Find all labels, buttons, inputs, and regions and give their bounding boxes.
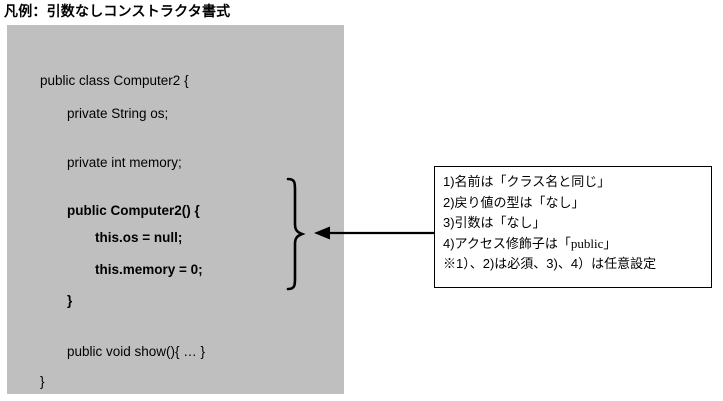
annotation-line-note: ※1）、2)は必須、3)、4）は任意設定 — [443, 256, 657, 271]
code-line: } — [67, 293, 73, 308]
code-line: this.os = null; — [95, 230, 183, 245]
annotation-line-2: 2)戻り値の型は「なし」 — [443, 194, 585, 210]
annotation-line-3: 3)引数は「なし」 — [443, 215, 546, 230]
annotation-line-4-keyword: public — [570, 235, 604, 251]
code-line: public void show(){ … } — [67, 344, 206, 359]
annotation-line-1: 1)名前は「クラス名と同じ」 — [443, 174, 611, 189]
code-line: } — [40, 374, 45, 389]
annotation-box: 1)名前は「クラス名と同じ」 2)戻り値の型は「なし」 3)引数は「なし」 4)… — [434, 166, 712, 288]
annotation-line-4-suffix: 」 — [603, 235, 617, 251]
annotation-line-4-prefix: 4)アクセス修飾子は「 — [443, 235, 571, 251]
code-panel: public class Computer2 { private String o… — [7, 25, 344, 394]
code-line: private String os; — [67, 106, 169, 121]
annotation-list: 1)名前は「クラス名と同じ」 2)戻り値の型は「なし」 3)引数は「なし」 4)… — [443, 172, 707, 275]
annotation-line-4: 4)アクセス修飾子は「public」 — [443, 234, 707, 255]
code-line: this.memory = 0; — [95, 262, 203, 277]
code-line: public class Computer2 { — [40, 73, 189, 88]
code-line: private int memory; — [67, 155, 182, 170]
code-line: public Computer2() { — [67, 203, 200, 218]
page-title: 凡例：引数なしコンストラクタ書式 — [4, 3, 231, 19]
